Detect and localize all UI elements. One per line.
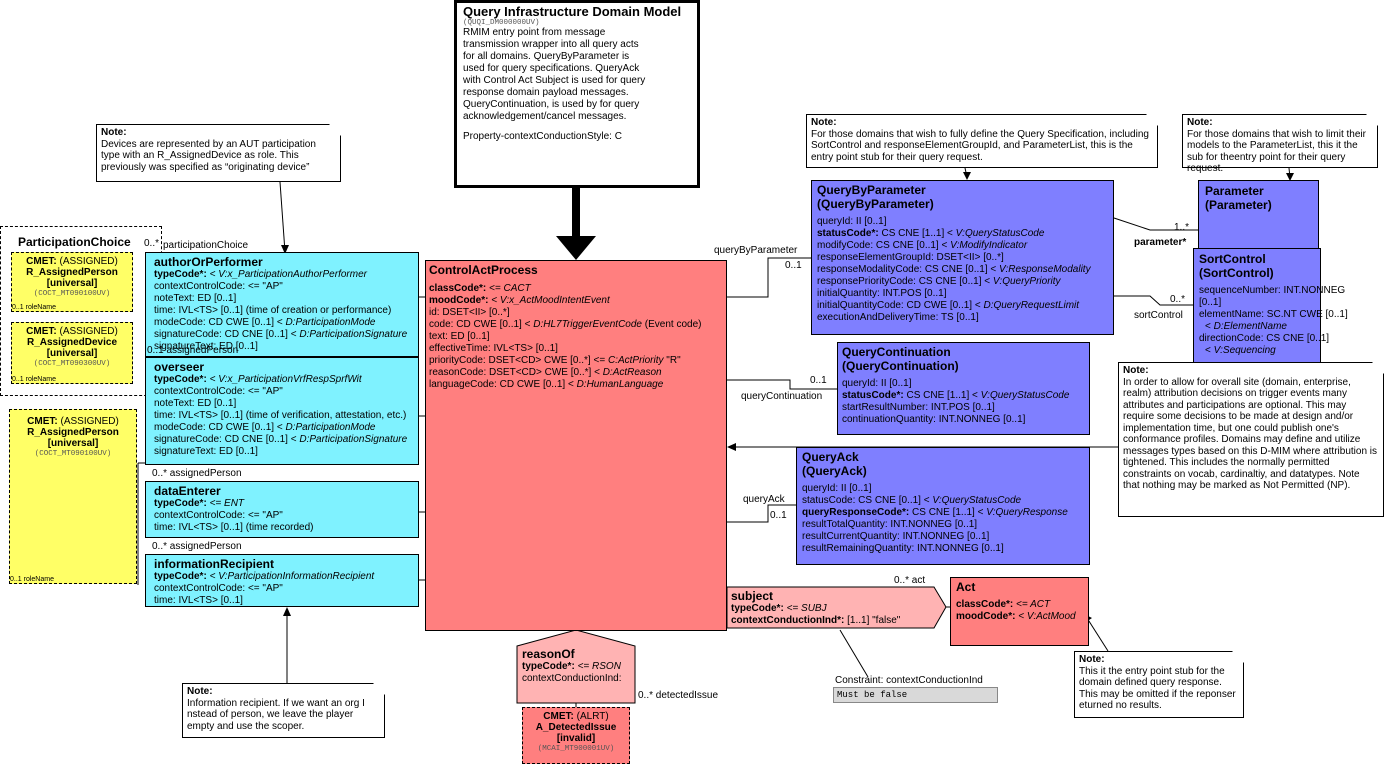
devices-note-text: Devices are represented by an AUT partic… [101, 138, 316, 173]
author-or-performer[interactable]: authorOrPerformer typeCode*: < V:x_Parti… [145, 252, 419, 357]
query-ack[interactable]: QueryAck (QueryAck) queryId: II [0..1] s… [796, 447, 1090, 565]
act[interactable]: Act classCode*: <= ACT moodCode*: < V:Ac… [950, 577, 1089, 646]
sort-card: 0..* [1170, 294, 1186, 305]
model-box: Query Infrastructure Domain Model (QUQI_… [454, 0, 700, 188]
reason-of[interactable]: reasonOf typeCode*: <= RSON contextCondu… [522, 647, 622, 684]
participation-choice-label: participationChoice [163, 240, 249, 251]
devices-note: Note: Devices are represented by an AUT … [96, 124, 341, 182]
parameter-association-line [1113, 217, 1198, 231]
qbp-note-arrowhead [963, 172, 971, 180]
qa-card: 0..1 [770, 510, 787, 521]
reasonof-shape [516, 629, 636, 704]
subject[interactable]: subject typeCode*: <= SUBJ contextConduc… [731, 589, 901, 626]
attribution-note: Note: In order to allow for overall site… [1118, 362, 1384, 517]
information-recipient[interactable]: informationRecipient typeCode*: < V:Part… [145, 554, 419, 607]
model-code: (QUQI_DM000000UV) [463, 19, 540, 27]
param-note-arrowhead [1286, 173, 1294, 181]
recipient-note: Note: Information recipient. If we want … [182, 683, 385, 738]
qc-card: 0..1 [810, 375, 827, 386]
model-style: Property-contextConductionStyle: C [463, 131, 622, 142]
reasonof-card: 0..* detectedIssue [638, 690, 719, 701]
qbp-assoc-label: queryByParameter [714, 245, 798, 256]
act-note: Note: This it the entry point stub for t… [1074, 651, 1244, 718]
overseer-card: 0..* assignedPerson [152, 468, 242, 479]
author-overlap-label: 0..1 assignedPerson [147, 345, 239, 356]
sort-label: sortControl [1134, 310, 1183, 321]
entry-arrow-head [556, 236, 596, 260]
participation-choice-title: ParticipationChoice [18, 235, 131, 249]
constraint-box: Must be false [833, 687, 998, 703]
qc-assoc-label: queryContinuation [741, 391, 823, 402]
devices-note-connector [279, 181, 286, 253]
sort-control[interactable]: SortControl (SortControl) sequenceNumber… [1193, 248, 1348, 365]
qbp-note: Note: For those domains that wish to ful… [806, 114, 1158, 168]
overseer[interactable]: overseer typeCode*: < V:x_ParticipationV… [145, 357, 419, 465]
devices-note-arrowhead [281, 245, 289, 254]
query-continuation[interactable]: QueryContinuation (QueryContinuation) qu… [837, 342, 1090, 435]
model-title: Query Infrastructure Domain Model [463, 4, 682, 19]
dataenterer-card: 0..* assignedPerson [152, 541, 242, 552]
cmet-assigned-device[interactable]: CMET: (ASSIGNED) R_AssignedDevice [unive… [11, 322, 133, 384]
cmet-assigned-person-1[interactable]: CMET: (ASSIGNED) R_AssignedPerson [unive… [11, 252, 133, 312]
act-note-connector [1086, 617, 1109, 652]
constraint-label: Constraint: contextConductionInd [835, 675, 983, 686]
qbp-association-line [727, 257, 811, 298]
param-note: Note: For those domains that wish to lim… [1182, 114, 1378, 174]
parameter[interactable]: Parameter (Parameter) [1198, 180, 1319, 253]
control-act-process[interactable]: ControlActProcess classCode*: <= CACT mo… [425, 260, 727, 631]
qc-association-line [727, 379, 837, 390]
data-enterer[interactable]: dataEnterer typeCode*: <= ENT contextCon… [145, 481, 419, 538]
recipient-note-arrowhead [283, 607, 291, 616]
entry-arrow-shaft [572, 188, 580, 236]
query-by-parameter[interactable]: QueryByParameter (QueryByParameter) quer… [811, 180, 1114, 335]
participation-choice-card: 0..* [144, 238, 160, 249]
qa-association-line [727, 504, 796, 523]
parameter-label: parameter* [1134, 237, 1187, 248]
subject-card: 0..* act [894, 575, 926, 586]
cmet-assigned-person-2[interactable]: CMET: (ASSIGNED) R_AssignedPerson [unive… [9, 409, 137, 584]
cmet-detected-issue[interactable]: CMET: (ALRT) A_DetectedIssue [invalid] (… [522, 707, 630, 764]
subject-arrow-shape [726, 586, 947, 629]
qbp-card: 0..1 [785, 260, 802, 271]
sortcontrol-association-line [1114, 295, 1198, 306]
qa-assoc-label: queryAck [743, 494, 785, 505]
constraint-connector [839, 629, 869, 678]
model-description: RMIM entry point from message transmissi… [463, 27, 646, 122]
parameter-card: 1..* [1174, 222, 1190, 233]
